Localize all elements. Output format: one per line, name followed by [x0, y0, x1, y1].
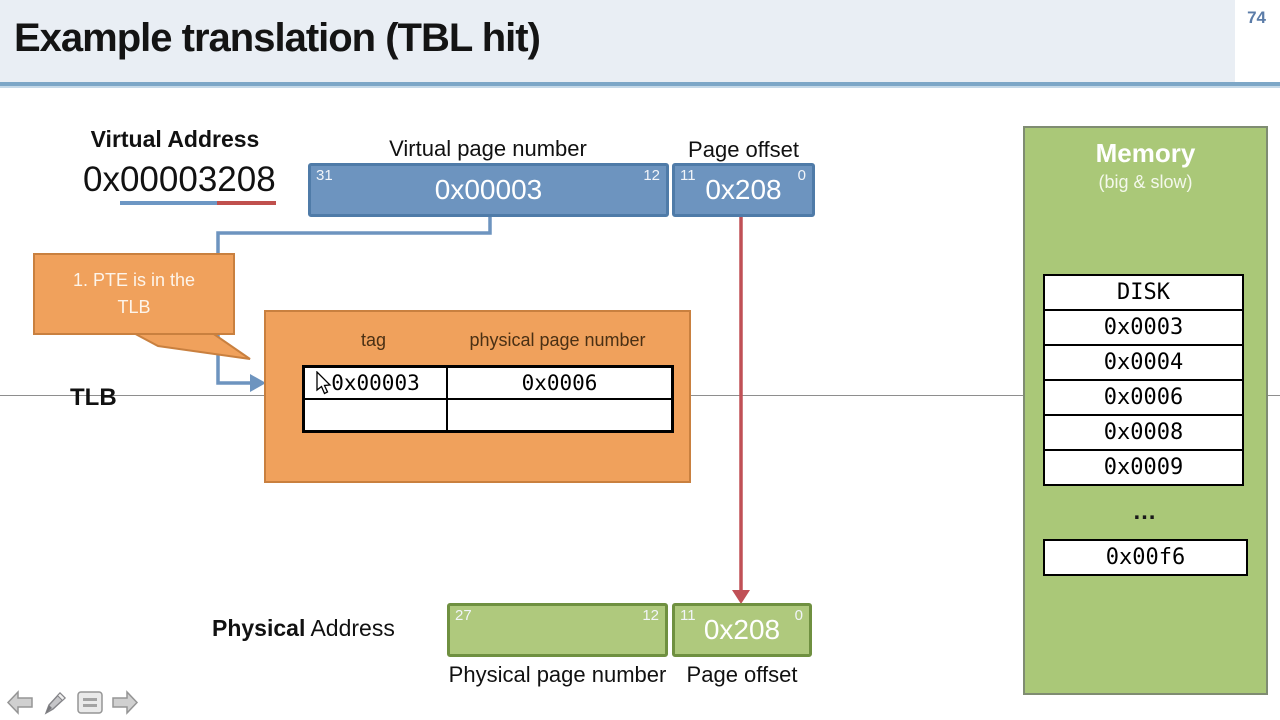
pa-offset-box: 11 0 0x208	[672, 603, 812, 657]
pa-bit-11: 11	[680, 607, 696, 624]
bit-12: 12	[643, 167, 660, 184]
pa-offset-value: 0x208	[703, 614, 781, 645]
memory-cell: 0x0003	[1043, 309, 1244, 346]
memory-cell: 0x0006	[1043, 379, 1244, 416]
tlb-ppn-header: physical page number	[469, 330, 646, 350]
pa-heading-bold: Physical	[212, 615, 306, 641]
slide-menu-icon[interactable]	[76, 689, 104, 716]
bit-0: 0	[797, 167, 806, 184]
tlb-headers: tag physical page number	[302, 330, 670, 351]
tlb-row1-tag	[304, 399, 447, 431]
tlb-label: TLB	[70, 384, 117, 411]
pa-bit-0: 0	[794, 607, 803, 624]
tlb-row1-ppn	[447, 399, 672, 431]
tlb-row0-ppn: 0x0006	[447, 367, 672, 399]
memory-title: Memory	[1095, 138, 1196, 168]
memory-cell-last: 0x00f6	[1043, 539, 1248, 576]
vpn-label: Virtual page number	[389, 136, 587, 161]
title-band	[0, 0, 1235, 82]
title-underline	[0, 82, 1280, 86]
page-offset-value: 0x208	[705, 174, 782, 205]
ppn-box: 27 12	[447, 603, 668, 657]
slide-number: 74	[1247, 8, 1266, 27]
memory-panel: Memory (big & slow) DISK 0x0003 0x0004 0…	[1023, 126, 1268, 695]
virtual-address-value: 0x00003208	[83, 160, 276, 205]
pa-offset-bottom-label: Page offset	[686, 662, 798, 687]
memory-cell: 0x0008	[1043, 414, 1244, 451]
page-title: Example translation (TBL hit)	[14, 16, 541, 60]
vpn-box: 31 12 0x00003	[308, 163, 669, 217]
pa-bit-12: 12	[642, 607, 659, 624]
bit-31: 31	[316, 167, 333, 184]
tlb-tag-header: tag	[360, 330, 387, 350]
memory-cell: 0x0004	[1043, 344, 1244, 381]
memory-cell: 0x0009	[1043, 449, 1244, 486]
va-offset-part: 208	[217, 160, 276, 205]
memory-cell: DISK	[1043, 274, 1244, 311]
presenter-toolbar	[6, 689, 139, 716]
pte-callout: 1. PTE is in the TLB	[33, 253, 235, 335]
back-arrow-icon[interactable]	[6, 689, 34, 716]
pen-icon[interactable]	[41, 689, 69, 716]
pte-callout-text: 1. PTE is in the TLB	[72, 270, 196, 317]
bit-11: 11	[680, 167, 696, 184]
pa-heading-rest: Address	[305, 615, 395, 641]
physical-address-heading: Physical Address	[212, 615, 395, 642]
page-offset-box: 11 0 0x208	[672, 163, 815, 217]
tlb-table: 0x00003 0x0006	[302, 365, 674, 433]
ppn-bottom-label: Physical page number	[448, 662, 667, 687]
virtual-address-heading: Virtual Address	[90, 126, 260, 152]
va-vpn-part: 00003	[119, 160, 218, 205]
vpn-value: 0x00003	[434, 174, 543, 205]
va-prefix: 0x	[83, 160, 120, 199]
memory-ellipsis: …	[1132, 498, 1159, 525]
bit-27: 27	[455, 607, 472, 624]
memory-stack: DISK 0x0003 0x0004 0x0006 0x0008 0x0009	[1043, 274, 1244, 486]
mouse-cursor-icon	[316, 371, 332, 395]
title-underline-light	[0, 86, 1280, 88]
memory-subtitle: (big & slow)	[1098, 172, 1193, 192]
red-arrowhead-icon	[732, 590, 750, 604]
forward-arrow-icon[interactable]	[111, 689, 139, 716]
page-offset-label: Page offset	[688, 137, 799, 162]
